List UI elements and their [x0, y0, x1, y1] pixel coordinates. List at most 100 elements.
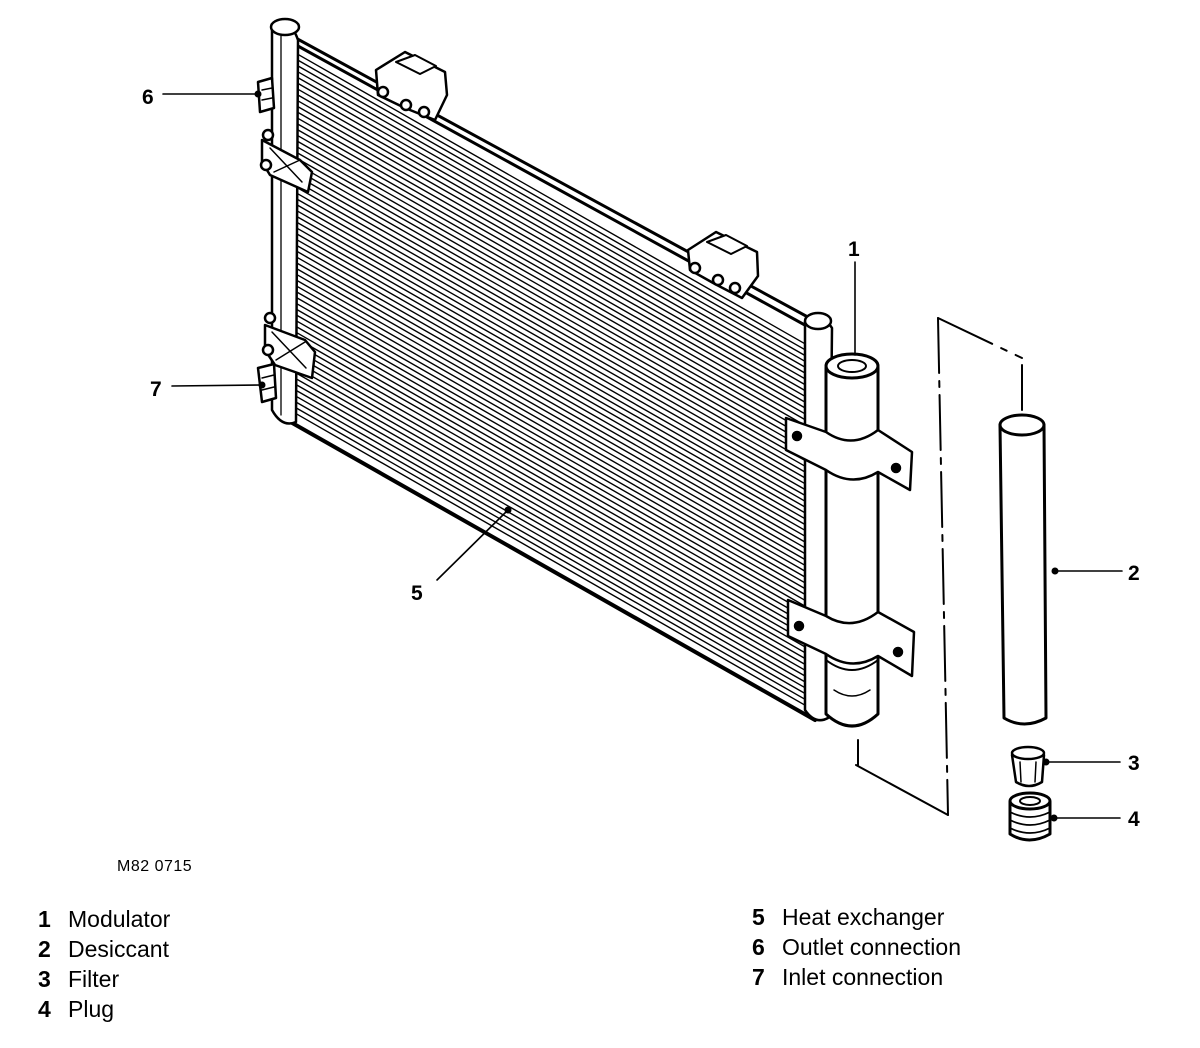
fin-line: [296, 343, 813, 640]
modulator-upper-strap: [784, 416, 914, 492]
fin-line: [296, 76, 813, 372]
top-mount-clip-left: [374, 50, 449, 122]
desiccant: [998, 413, 1048, 726]
exploded-view-guide: [855, 317, 1023, 816]
callout-4: 4: [1128, 808, 1140, 831]
fin-line: [296, 210, 813, 506]
fin-line: [296, 372, 813, 670]
fin-line: [296, 215, 813, 512]
fin-line: [296, 111, 813, 407]
modulator-lower-strap: [786, 598, 916, 678]
fin-line: [296, 227, 813, 524]
fin-line: [296, 262, 813, 559]
fin-line: [296, 82, 813, 378]
fin-line: [296, 117, 813, 413]
fin-line: [296, 268, 813, 565]
fin-line: [296, 320, 813, 617]
fin-line: [296, 140, 813, 436]
fin-line: [296, 396, 813, 693]
leader-lines: [162, 93, 1123, 819]
lower-left-bracket: [261, 311, 317, 380]
legend-label: Plug: [68, 996, 115, 1022]
legend-number: 7: [752, 964, 765, 990]
legend-number: 5: [752, 904, 765, 930]
fin-line: [296, 291, 813, 588]
outlet-connection: [256, 76, 276, 114]
fin-line: [296, 180, 813, 477]
modulator: [824, 352, 880, 766]
callout-5: 5: [411, 582, 423, 605]
legend-number: 1: [38, 906, 51, 932]
fin-line: [296, 151, 813, 448]
fin-line: [296, 169, 813, 466]
fin-line: [296, 192, 813, 489]
fin-line: [296, 70, 813, 366]
fin-line: [296, 326, 813, 623]
fin-line: [296, 64, 813, 361]
fin-line: [296, 221, 813, 518]
legend-label: Inlet connection: [782, 964, 944, 990]
fin-line: [296, 134, 813, 431]
callout-2: 2: [1128, 562, 1140, 585]
legend-label: Heat exchanger: [782, 904, 945, 930]
callout-3: 3: [1128, 752, 1140, 775]
upper-left-bracket: [259, 128, 314, 194]
fin-line: [296, 128, 813, 425]
legend-label: Filter: [68, 966, 120, 992]
fin-line: [296, 332, 813, 629]
fin-line: [296, 186, 813, 483]
legend-number: 2: [38, 936, 51, 962]
fin-line: [296, 163, 813, 460]
figure-reference: M82 0715: [117, 858, 193, 875]
fin-line: [296, 99, 813, 396]
callout-1: 1: [848, 238, 860, 261]
heat-exchanger: [285, 34, 830, 722]
fin-line: [296, 367, 813, 664]
fin-line: [296, 361, 813, 658]
plug: [1008, 791, 1052, 842]
legend-item: 1 Modulator: [38, 904, 170, 934]
fin-line: [296, 308, 813, 605]
fin-line: [296, 87, 813, 384]
legend-number: 4: [38, 996, 51, 1022]
fin-line: [296, 157, 813, 454]
legend-label: Modulator: [68, 906, 171, 932]
fin-line: [296, 93, 813, 390]
legend-number: 6: [752, 934, 765, 960]
left-header-tank: [269, 17, 301, 425]
legend-number: 3: [38, 966, 51, 992]
inlet-connection: [256, 362, 278, 404]
fin-line: [296, 198, 813, 495]
fin-line: [296, 285, 813, 582]
fin-line: [296, 279, 813, 576]
fin-line: [296, 244, 813, 541]
legend-item: 5 Heat exchanger: [752, 902, 961, 932]
fin-line: [296, 250, 813, 547]
fin-line: [296, 146, 813, 442]
fin-line: [296, 349, 813, 646]
fin-line: [296, 303, 813, 600]
fin-line: [296, 204, 813, 501]
fin-line: [296, 175, 813, 471]
fin-line: [296, 233, 813, 530]
fin-line: [296, 413, 813, 710]
fin-line: [296, 239, 813, 535]
top-mount-clip-right: [686, 230, 760, 300]
fin-line: [296, 274, 813, 570]
fin-line: [296, 355, 813, 652]
fin-line: [296, 378, 813, 675]
legend-item: 3 Filter: [38, 964, 170, 994]
fin-line: [296, 407, 813, 704]
fin-line: [296, 337, 813, 635]
fin-line: [296, 297, 813, 594]
fin-line: [296, 314, 813, 611]
legend-item: 7 Inlet connection: [752, 962, 961, 992]
fin-line: [296, 256, 813, 553]
fin-line: [296, 105, 813, 401]
fin-line: [296, 390, 813, 687]
